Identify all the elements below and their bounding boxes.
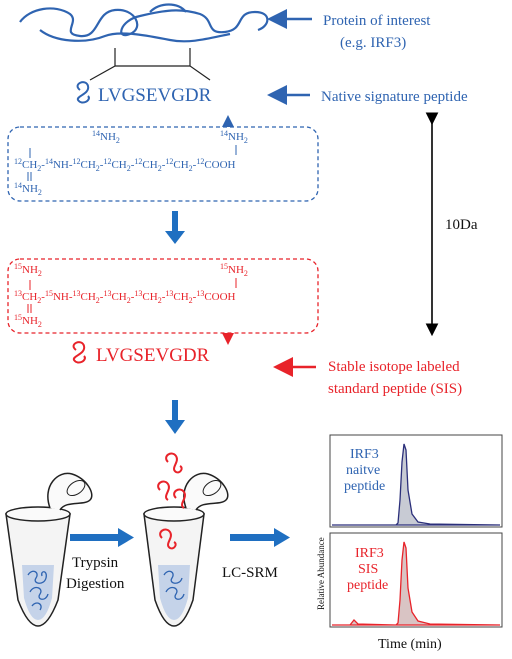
native-peptide-sequence: LVGSEVGDR xyxy=(98,85,212,106)
sis-peptide-label-line2: standard peptide (SIS) xyxy=(328,381,462,397)
native-pointer xyxy=(222,115,234,127)
sis-nh2-top-left: 15NH2 xyxy=(14,262,42,278)
native-nh2-bottom: 14NH2 xyxy=(14,181,42,197)
native-main-chain: 12CH2-14NH-12CH2-12CH2-12CH2-12CH2-12COO… xyxy=(14,157,236,173)
tube-2-icon xyxy=(143,472,229,627)
trypsin-label-line2: Digestion xyxy=(66,576,125,592)
native-structure-box xyxy=(7,126,319,202)
protein-label-line1: Protein of interest xyxy=(323,13,431,29)
lc-srm-arrow xyxy=(230,528,290,547)
top-label-line1: IRF3 xyxy=(350,447,379,462)
chromatogram-ylabel: Relative Abundance xyxy=(316,537,326,610)
trypsin-label-line1: Trypsin xyxy=(72,555,119,571)
native-nh2-top-left: 14NH2 xyxy=(92,129,120,145)
lc-srm-label: LC-SRM xyxy=(222,565,278,581)
sis-main-chain: 13CH2-15NH-13CH2-13CH2-13CH2-13CH2-13COO… xyxy=(14,289,236,305)
sis-peak xyxy=(332,541,501,626)
cleavage-lines xyxy=(89,48,211,81)
sis-nh2-top-right: 15NH2 xyxy=(220,262,248,278)
sis-nh2-bottom: 15NH2 xyxy=(14,313,42,329)
native-peptide-label: Native signature peptide xyxy=(321,89,468,105)
mass-shift-label: 10Da xyxy=(445,217,478,233)
protein-icon xyxy=(19,3,269,43)
sis-pointer xyxy=(222,333,234,345)
top-label-line3: peptide xyxy=(344,479,385,494)
bottom-label-line2: SIS xyxy=(358,562,378,577)
top-label-line2: naitve xyxy=(346,463,380,478)
bottom-label-line1: IRF3 xyxy=(355,546,384,561)
bottom-label-line3: peptide xyxy=(347,578,388,593)
native-nh2-top-right: 14NH2 xyxy=(220,129,248,145)
sis-structure-box xyxy=(7,258,319,334)
mass-shift-label-bg xyxy=(445,214,495,234)
down-arrow-1 xyxy=(165,211,185,244)
sis-peptides-in-tube xyxy=(157,452,186,550)
protein-label-line2: (e.g. IRF3) xyxy=(340,35,406,51)
trypsin-arrow xyxy=(70,528,134,547)
sis-peptide-icon xyxy=(72,341,86,364)
chromatogram-bottom: IRF3 SIS peptide xyxy=(329,532,503,628)
chromatogram-top: IRF3 naitve peptide xyxy=(329,434,503,528)
chromatogram-xlabel: Time (min) xyxy=(378,637,442,652)
tube-1-icon xyxy=(5,472,93,627)
sis-peptide-sequence: LVGSEVGDR xyxy=(96,345,210,366)
native-peptide-icon xyxy=(76,81,90,104)
native-peak xyxy=(332,443,501,526)
sis-peptide-label-line1: Stable isotope labeled xyxy=(328,359,460,375)
down-arrow-2 xyxy=(165,400,185,434)
